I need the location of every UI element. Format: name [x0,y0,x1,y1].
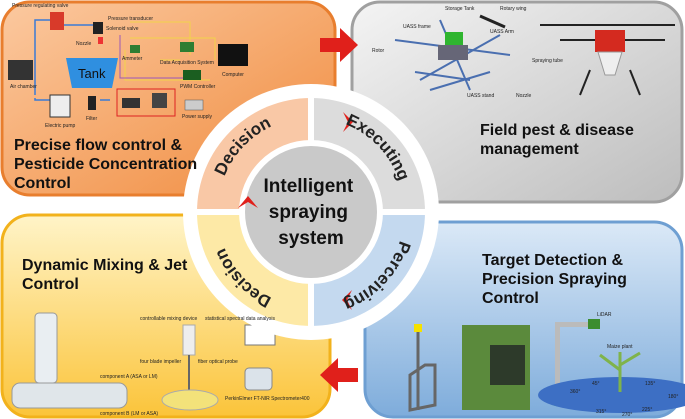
label-uass-arm: UASS Arm [490,29,514,35]
label-component-b: component B (LM or ASA) [100,411,158,417]
arrow-left-bottom [320,358,358,392]
label-daq: Data Acquisition System [160,60,214,66]
flow-control-schematic [8,12,248,118]
arrow-right-top [320,28,358,62]
label-filter: Filter [86,116,97,122]
label-225: 225° [642,407,652,413]
label-tank: Tank [78,66,106,81]
label-analysis: statistical spectral data analysis [205,316,276,322]
chevron-right-icon [343,112,353,132]
label-maize: Maize plant [607,344,633,350]
label-component-a: component A (ASA or LM) [100,374,158,380]
center-hub [245,146,377,278]
label-135: 135° [645,381,655,387]
label-uass-stand: UASS stand [467,93,494,99]
title-mixing-jet: Dynamic Mixing & Jet Control [22,257,192,293]
label-lidar: LiDAR [597,312,612,318]
label-270: 270° [622,412,632,418]
label-45: 45° [592,381,600,387]
title-field-management: Field pest & disease management [480,122,638,158]
label-rotary-wing: Rotary wing [500,6,527,12]
center-title: Intelligent spraying system [263,176,358,249]
label-impeller: four blade impeller [140,359,181,365]
label-air-chamber: Air chamber [10,84,37,90]
label-nozzle: Nozzle [76,41,92,47]
label-probe: fiber optical probe [198,359,238,365]
label-transducer: Pressure transducer [108,16,153,22]
label-pressure-valve: Pressure regulating valve [12,3,69,9]
label-spraying-tube: Spraying tube [532,58,563,64]
label-storage-tank: Storage Tank [445,6,475,12]
detection-illustration [408,319,685,413]
drone-illustration [394,14,675,96]
label-computer: Computer [222,72,244,78]
label-pwm: PWM Controller [180,84,216,90]
label-mixing-device: controllable mixing device [140,316,197,322]
label-315: 315° [596,409,606,415]
label-uass-frame: UASS frame [403,24,431,30]
title-flow-control: Precise flow control & Pesticide Concent… [14,137,202,192]
label-pump: Electric pump [45,123,76,129]
label-360: 360° [570,389,580,395]
title-target-detection: Target Detection & Precision Spraying Co… [482,252,631,307]
label-rotor: Rotor [372,48,385,54]
chevron-up-icon [238,196,258,208]
label-180: 180° [668,394,678,400]
mixing-illustration [11,312,276,411]
label-ammeter: Ammeter [122,56,143,62]
label-solenoid: Solenoid valve [106,26,139,32]
label-spectrometer: PerkinElmer FT-NIR Spectrometer400 [225,396,310,402]
chevron-left-icon [342,290,352,310]
label-nozzle: Nozzle [516,93,532,99]
label-power: Power supply [182,114,213,120]
